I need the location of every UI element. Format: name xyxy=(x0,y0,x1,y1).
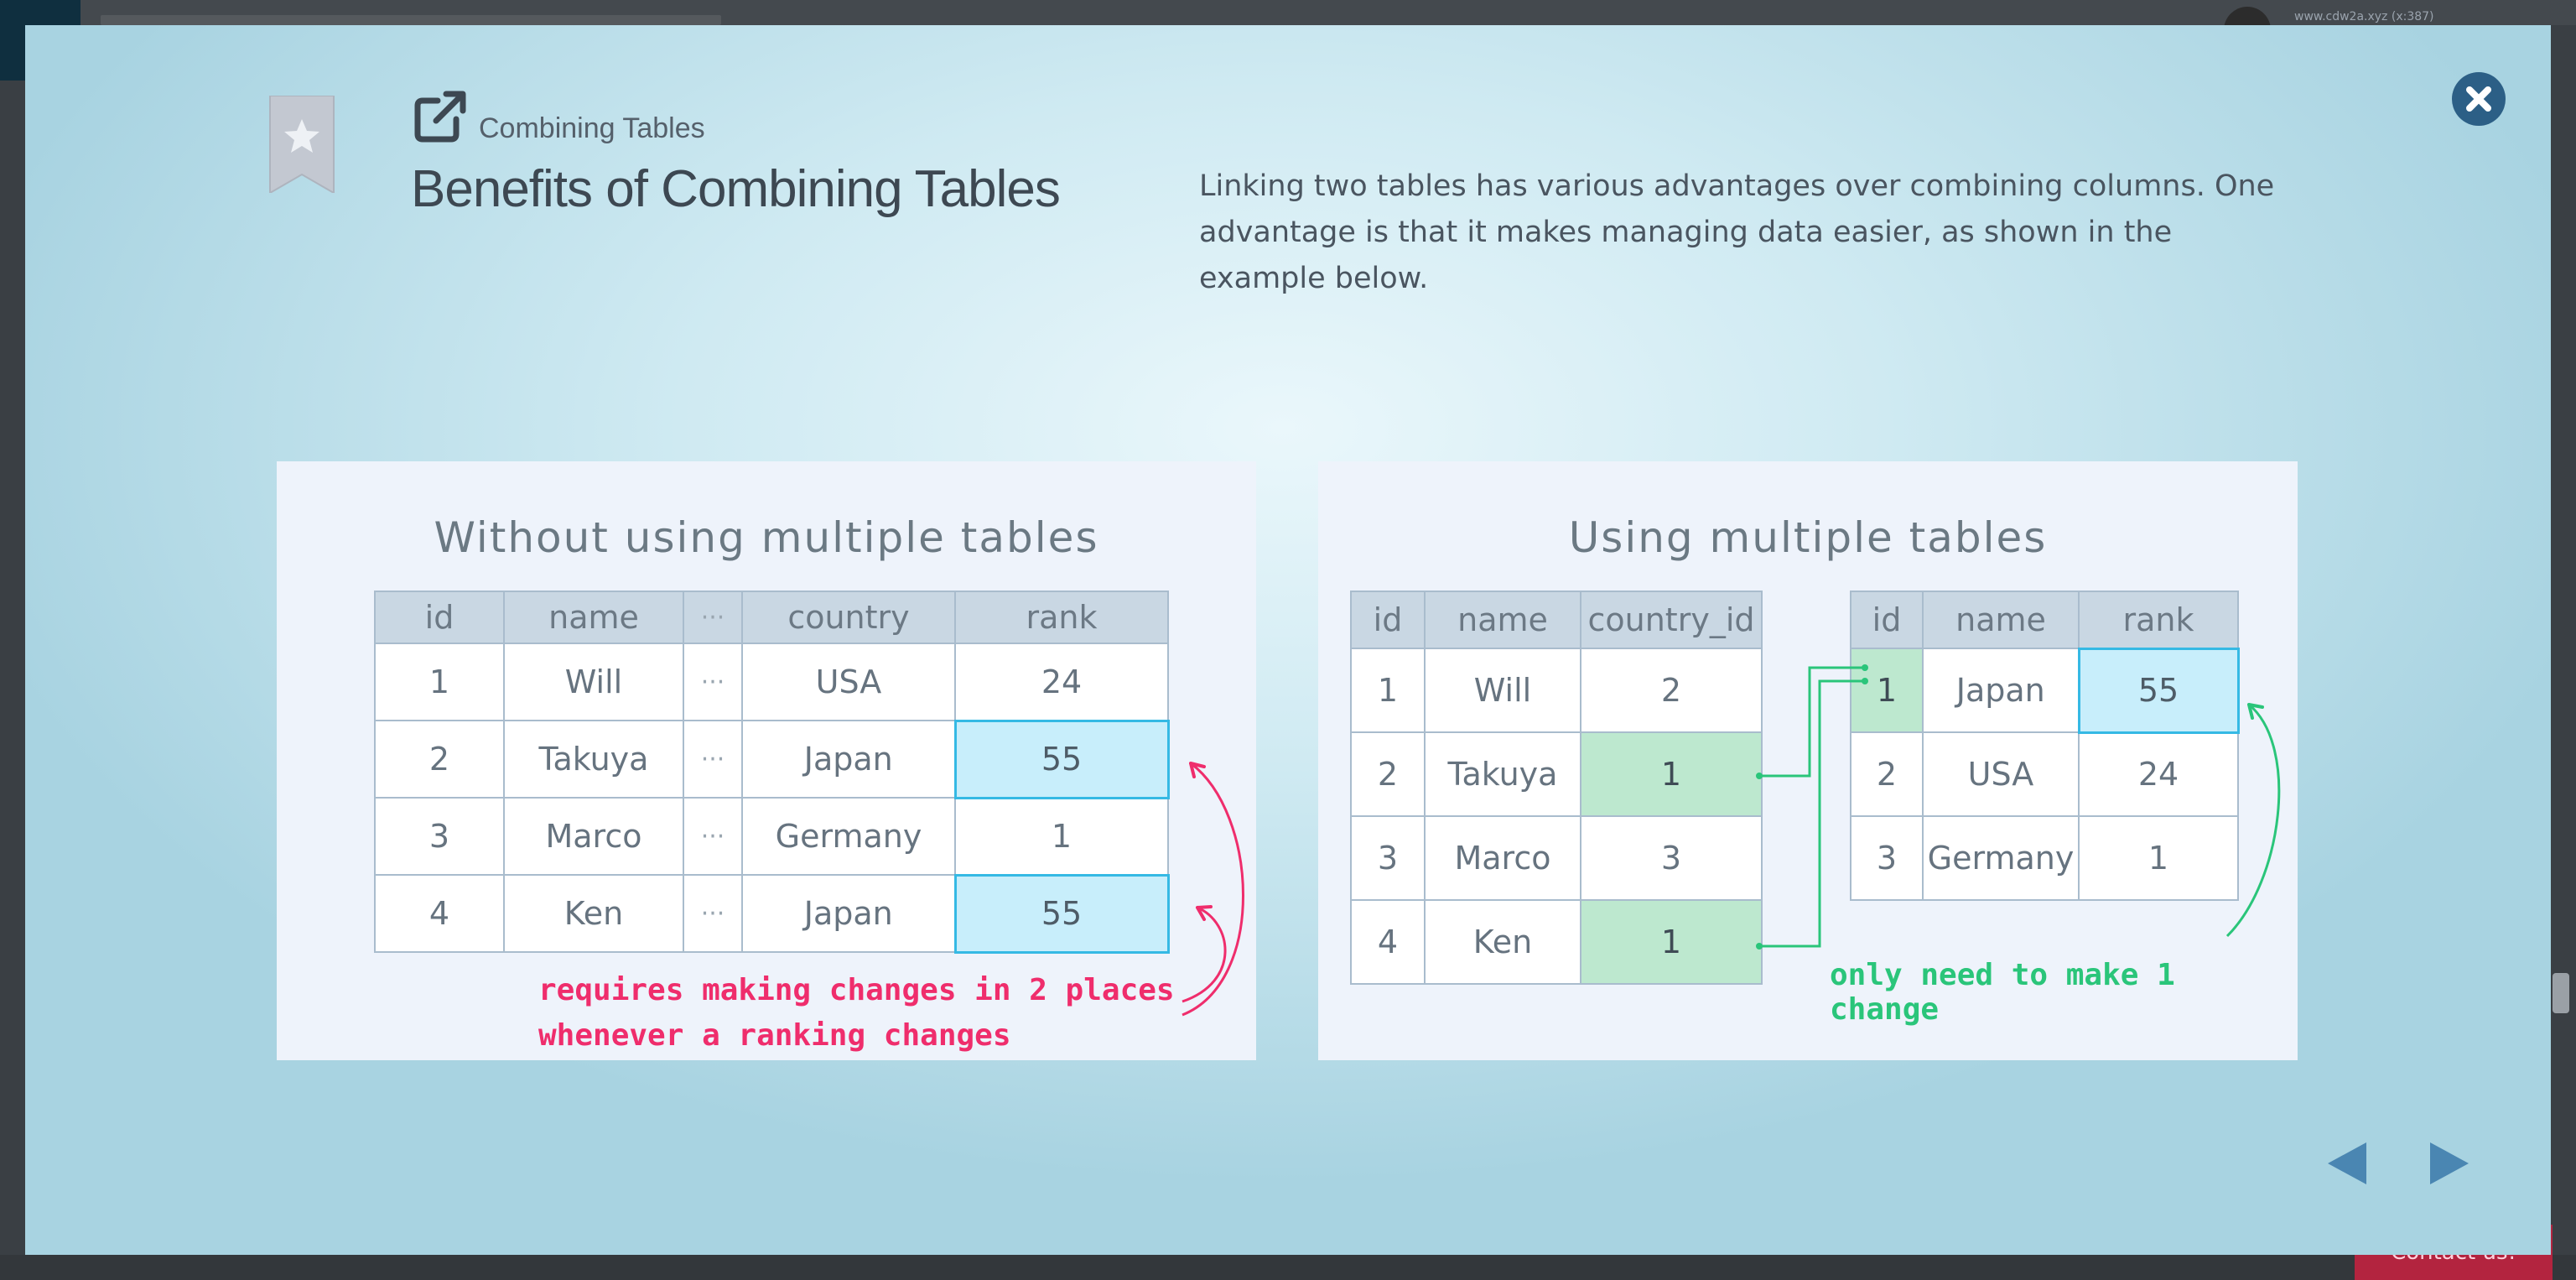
prev-arrow-icon[interactable] xyxy=(2326,1141,2368,1186)
countries-table: id name rank 1 Japan 55 2 USA 24 3 Germa… xyxy=(1850,591,2240,901)
header-cell: name xyxy=(503,591,684,644)
background-address-bar xyxy=(101,15,721,25)
background-url-text: www.cdw2a.xyz (x:387) xyxy=(2294,10,2434,23)
combined-table: id name ··· country rank 1 Will ··· USA … xyxy=(374,591,1170,954)
cell: 1 xyxy=(954,797,1169,876)
cell: 2 xyxy=(1850,731,1924,817)
table-row: 1 Japan 55 xyxy=(1850,647,2240,734)
note-green: only need to make 1 change xyxy=(1830,958,2175,1027)
cell: ··· xyxy=(683,643,743,721)
table-row: 2 Takuya ··· Japan 55 xyxy=(374,719,1170,799)
header-cell: ··· xyxy=(683,591,743,644)
country-id-cell-highlighted: 1 xyxy=(1580,899,1763,985)
cell: Ken xyxy=(503,874,684,953)
cell: ··· xyxy=(683,797,743,876)
background-bottom-bar xyxy=(0,1255,2576,1280)
cell: 1 xyxy=(1350,648,1426,733)
note-red-line1: requires making changes in 2 places xyxy=(538,973,1175,1007)
cell: 3 xyxy=(1850,815,1924,901)
slide-modal: Combining Tables Benefits of Combining T… xyxy=(25,25,2551,1255)
cell: Will xyxy=(1424,648,1581,733)
table-row: 1 Will ··· USA 24 xyxy=(374,643,1169,721)
cell: 3 xyxy=(374,797,505,876)
bookmark-star-icon[interactable] xyxy=(268,96,335,193)
table-row: 4 Ken ··· Japan 55 xyxy=(374,873,1170,954)
header-cell: country xyxy=(741,591,956,644)
cell: Marco xyxy=(503,797,684,876)
cell: 4 xyxy=(374,874,505,953)
cell: Takuya xyxy=(1424,731,1581,817)
cell: 4 xyxy=(1350,899,1426,985)
cell: Will xyxy=(503,643,684,721)
cell: Japan xyxy=(741,720,956,799)
country-id-cell-highlighted: 1 xyxy=(1580,731,1763,817)
panel-title-left: Without using multiple tables xyxy=(434,513,1099,562)
cell: Germany xyxy=(741,797,956,876)
users-table: id name country_id 1 Will 2 2 Takuya 1 3… xyxy=(1350,591,1763,985)
header-cell: name xyxy=(1922,591,2080,649)
cell: 2 xyxy=(374,720,505,799)
table-row: 4 Ken 1 xyxy=(1350,899,1763,985)
highlighted-rank-cell: 55 xyxy=(2077,647,2240,734)
cell: 1 xyxy=(374,643,505,721)
cell: 3 xyxy=(1580,815,1763,901)
country-id-cell-highlighted: 1 xyxy=(1850,648,1924,733)
cell: 2 xyxy=(1350,731,1426,817)
cell: 3 xyxy=(1350,815,1426,901)
description-text: Linking two tables has various advantage… xyxy=(1199,169,2275,295)
header-cell: rank xyxy=(2078,591,2239,649)
header-cell: id xyxy=(1850,591,1924,649)
table-row: 3 Marco ··· Germany 1 xyxy=(374,797,1169,876)
close-button[interactable] xyxy=(2452,72,2506,126)
cell: 2 xyxy=(1580,648,1763,733)
table-row: 3 Germany 1 xyxy=(1850,815,2239,901)
header-cell: id xyxy=(1350,591,1426,649)
breadcrumb-subtitle: Combining Tables xyxy=(479,112,705,144)
table-row: 1 Will 2 xyxy=(1350,648,1763,733)
cell: Japan xyxy=(1922,648,2080,733)
using-multiple-tables-panel: Using multiple tables id name country_id… xyxy=(1318,461,2298,1060)
header-cell: name xyxy=(1424,591,1581,649)
highlighted-rank-cell: 55 xyxy=(953,719,1170,799)
without-multiple-tables-panel: Without using multiple tables id name ··… xyxy=(277,461,1256,1060)
panel-title-right: Using multiple tables xyxy=(1568,513,2048,562)
next-arrow-icon[interactable] xyxy=(2428,1141,2470,1186)
cell: ··· xyxy=(683,874,743,953)
cell: ··· xyxy=(683,720,743,799)
highlighted-rank-cell: 55 xyxy=(953,873,1170,954)
cell: Germany xyxy=(1922,815,2080,901)
cell: Marco xyxy=(1424,815,1581,901)
header-cell: id xyxy=(374,591,505,644)
cell: 24 xyxy=(954,643,1169,721)
note-red-line2: whenever a ranking changes xyxy=(538,1018,1011,1053)
external-link-icon[interactable] xyxy=(413,89,468,144)
cell: 1 xyxy=(2078,815,2239,901)
page-title: Benefits of Combining Tables xyxy=(411,160,1061,218)
table-row: 3 Marco 3 xyxy=(1350,815,1763,901)
header-cell: country_id xyxy=(1580,591,1763,649)
cell: Takuya xyxy=(503,720,684,799)
table-row: 2 USA 24 xyxy=(1850,731,2239,817)
table-row: 2 Takuya 1 xyxy=(1350,731,1763,817)
cell: 24 xyxy=(2078,731,2239,817)
cell: USA xyxy=(741,643,956,721)
cell: Ken xyxy=(1424,899,1581,985)
close-icon xyxy=(2466,86,2491,112)
header-cell: rank xyxy=(954,591,1169,644)
background-scrollbar-thumb[interactable] xyxy=(2553,973,2569,1013)
cell: USA xyxy=(1922,731,2080,817)
cell: Japan xyxy=(741,874,956,953)
